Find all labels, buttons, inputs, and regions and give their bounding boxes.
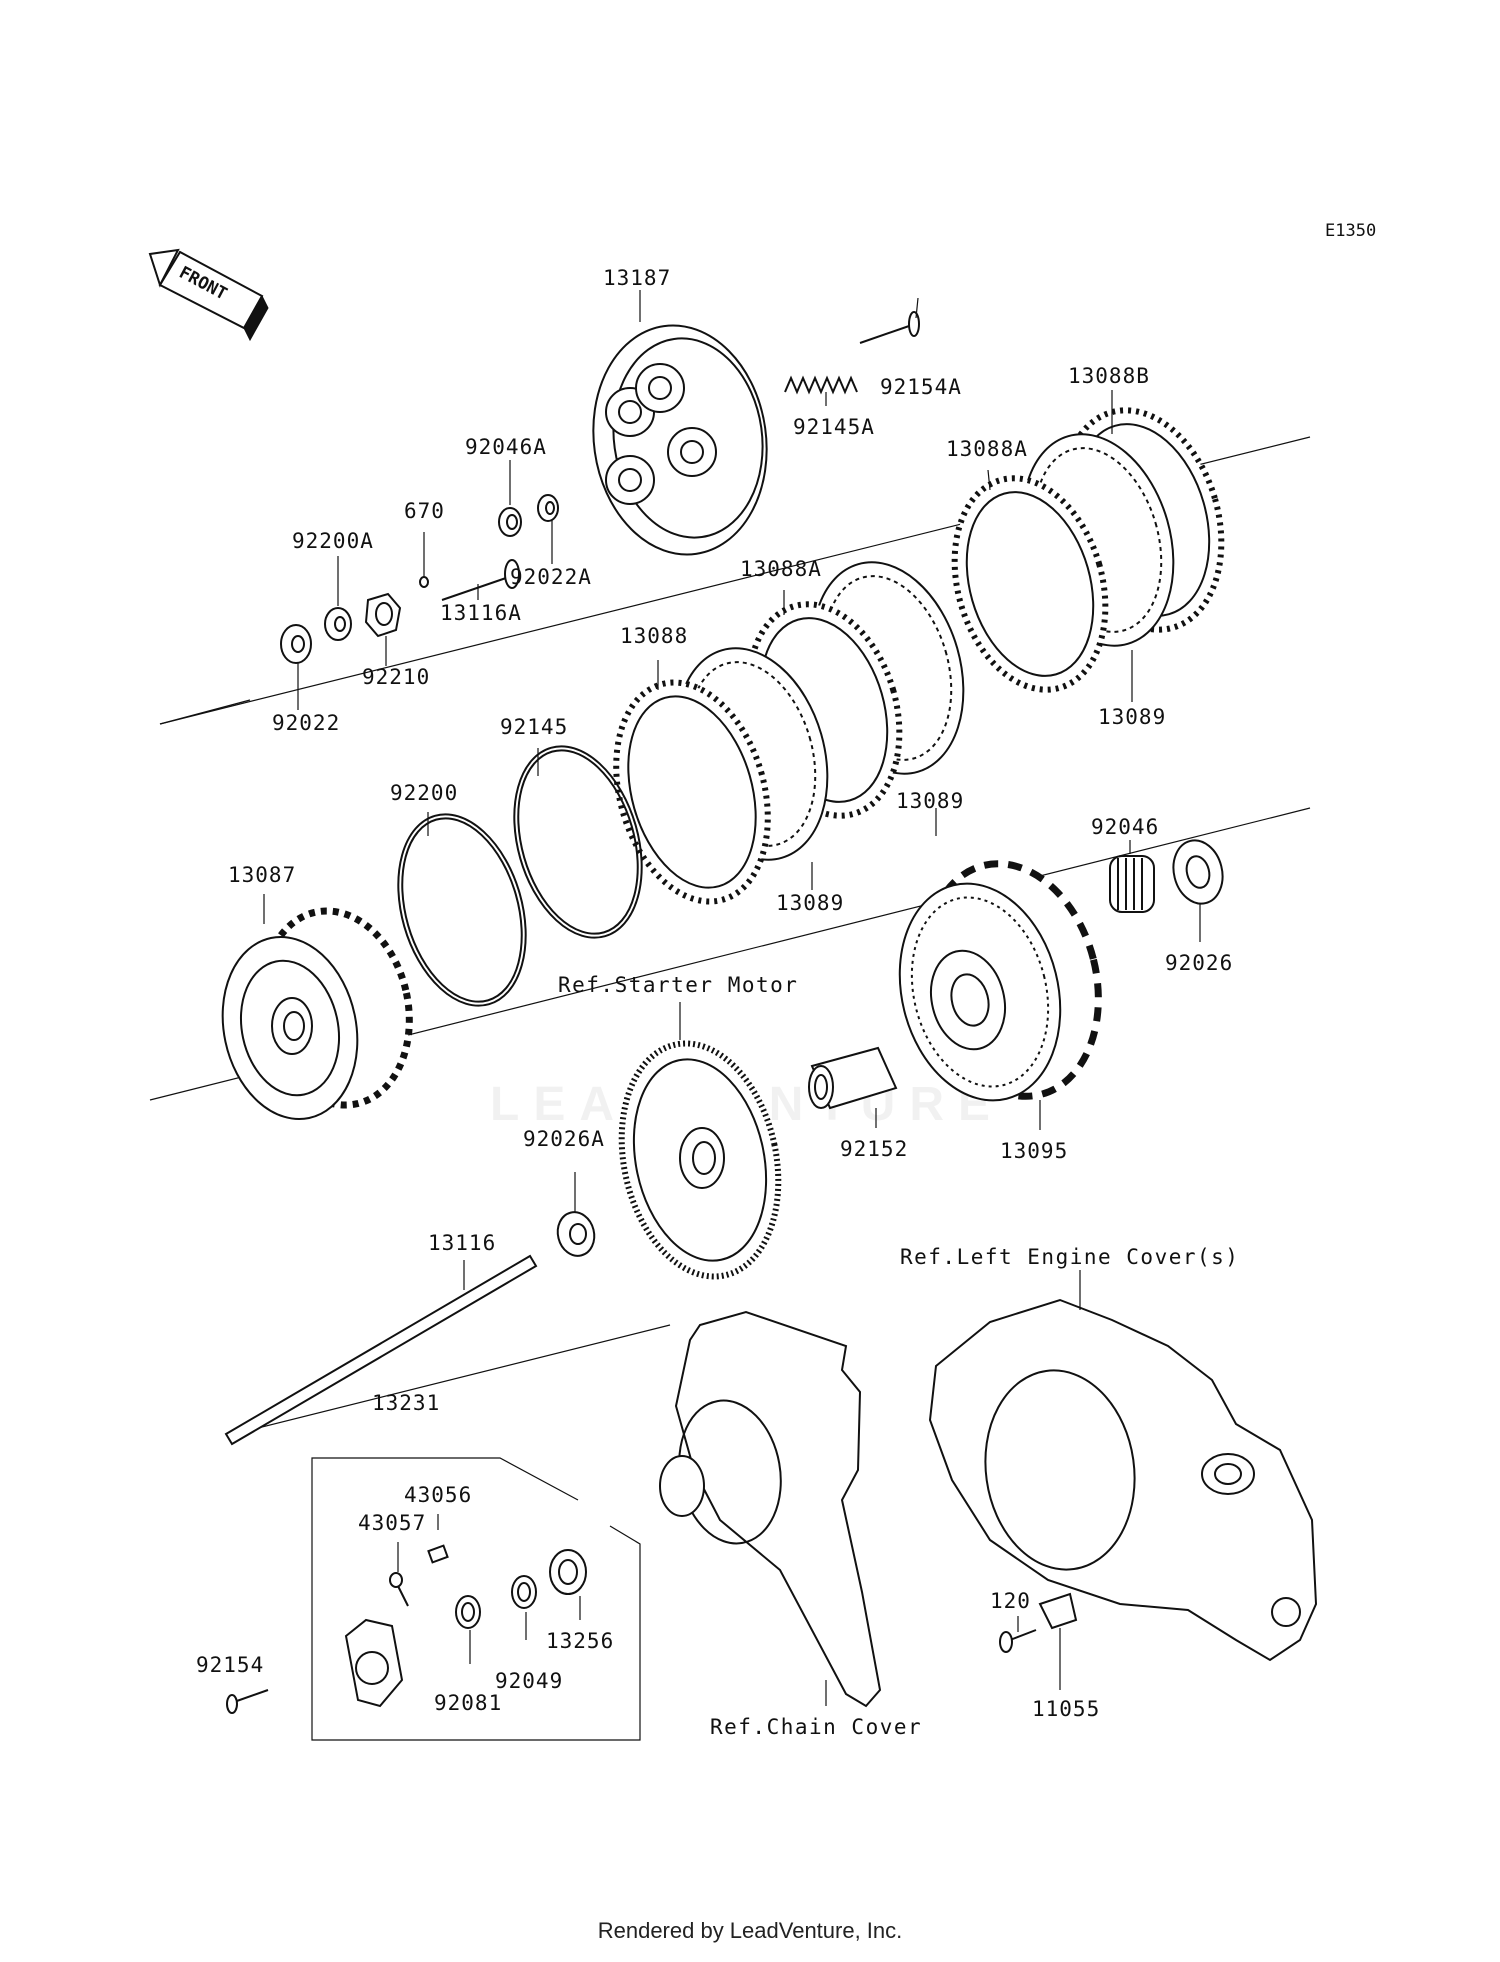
part-13116[interactable]: 13116 xyxy=(428,1231,496,1255)
part-43057[interactable]: 43057 xyxy=(358,1511,426,1535)
part-92145A[interactable]: 92145A xyxy=(793,415,875,439)
bleeder-43056-shape xyxy=(427,1544,449,1564)
spring-92081-shape xyxy=(455,1595,481,1629)
clutch-hub-13087-shape xyxy=(221,907,413,1121)
part-13089-mid[interactable]: 13089 xyxy=(896,789,964,813)
part-92022[interactable]: 92022 xyxy=(272,711,340,735)
ref-left-engine-cover[interactable]: Ref.Left Engine Cover(s) xyxy=(900,1245,1239,1269)
part-13089-low[interactable]: 13089 xyxy=(776,891,844,915)
ref-chain-cover[interactable]: Ref.Chain Cover xyxy=(710,1715,922,1739)
part-13256[interactable]: 13256 xyxy=(546,1629,614,1653)
part-92022A[interactable]: 92022A xyxy=(510,565,592,589)
needle-bearing-92046-shape xyxy=(1109,855,1155,913)
part-13088[interactable]: 13088 xyxy=(620,624,688,648)
part-92046A[interactable]: 92046A xyxy=(465,435,547,459)
part-13088A-mid[interactable]: 13088A xyxy=(740,557,822,581)
sleeve-92152-shape xyxy=(808,1046,898,1110)
piston-13256-shape xyxy=(549,1549,587,1595)
part-11055[interactable]: 11055 xyxy=(1032,1697,1100,1721)
leader-lines xyxy=(263,290,1201,1706)
part-13187[interactable]: 13187 xyxy=(603,266,671,290)
bolt-92154A-shape xyxy=(859,311,920,344)
spring-92145A-shape xyxy=(784,375,858,395)
clutch-housing-13095-shape xyxy=(898,860,1102,1102)
part-13089-right[interactable]: 13089 xyxy=(1098,705,1166,729)
left-engine-cover-shape xyxy=(928,1298,1318,1662)
release-cylinder-13231-shape xyxy=(344,1618,404,1708)
bearing-92046A-shape xyxy=(498,507,522,537)
washer-92022A-shape xyxy=(537,494,559,522)
part-92152[interactable]: 92152 xyxy=(840,1137,908,1161)
part-92046[interactable]: 92046 xyxy=(1091,815,1159,839)
friction-plate-13088A-top-shape xyxy=(951,475,1109,693)
part-92210[interactable]: 92210 xyxy=(362,665,430,689)
friction-plate-13088-shape xyxy=(613,679,771,905)
bolt-120-shape xyxy=(999,1629,1037,1653)
washer-92026A-shape xyxy=(556,1211,596,1257)
seal-92049-shape xyxy=(511,1575,537,1609)
bolt-92154-shape xyxy=(226,1689,269,1714)
part-92154A[interactable]: 92154A xyxy=(880,375,962,399)
part-13095[interactable]: 13095 xyxy=(1000,1139,1068,1163)
o-ring-92200-shape xyxy=(397,813,527,1007)
pushrod-13116A-shape xyxy=(419,559,520,601)
part-92200A[interactable]: 92200A xyxy=(292,529,374,553)
pushrod-13116-shape xyxy=(224,1254,538,1446)
part-13088B[interactable]: 13088B xyxy=(1068,364,1150,388)
pressure-plate-13187-shape xyxy=(592,324,768,556)
part-43056[interactable]: 43056 xyxy=(404,1483,472,1507)
part-670[interactable]: 670 xyxy=(404,499,445,523)
washer-92022-shape xyxy=(280,624,312,664)
nut-92210-shape xyxy=(364,592,402,638)
bracket-11055-shape xyxy=(1038,1592,1078,1630)
part-92026[interactable]: 92026 xyxy=(1165,951,1233,975)
starter-gear-shape xyxy=(618,1040,782,1280)
cap-43057-shape xyxy=(389,1572,409,1607)
o-ring-92145-shape xyxy=(513,745,643,939)
part-92200[interactable]: 92200 xyxy=(390,781,458,805)
diagram-code: E1350 xyxy=(1325,221,1376,241)
ref-starter-motor[interactable]: Ref.Starter Motor xyxy=(558,973,798,997)
part-92081[interactable]: 92081 xyxy=(434,1691,502,1715)
kit-13231-frame xyxy=(311,1457,641,1741)
part-13231[interactable]: 13231 xyxy=(372,1391,440,1415)
part-92145[interactable]: 92145 xyxy=(500,715,568,739)
washer-92026-shape xyxy=(1172,839,1224,905)
washer-92200A-shape xyxy=(324,607,352,641)
part-92154[interactable]: 92154 xyxy=(196,1653,264,1677)
part-92049[interactable]: 92049 xyxy=(495,1669,563,1693)
part-13088A-top[interactable]: 13088A xyxy=(946,437,1028,461)
part-13087[interactable]: 13087 xyxy=(228,863,296,887)
part-120[interactable]: 120 xyxy=(990,1589,1031,1613)
chain-cover-shape xyxy=(659,1310,882,1708)
part-92026A[interactable]: 92026A xyxy=(523,1127,605,1151)
footer-credit: Rendered by LeadVenture, Inc. xyxy=(597,1918,903,1943)
part-13116A[interactable]: 13116A xyxy=(440,601,522,625)
front-arrow-icon: FRONT xyxy=(148,248,269,342)
